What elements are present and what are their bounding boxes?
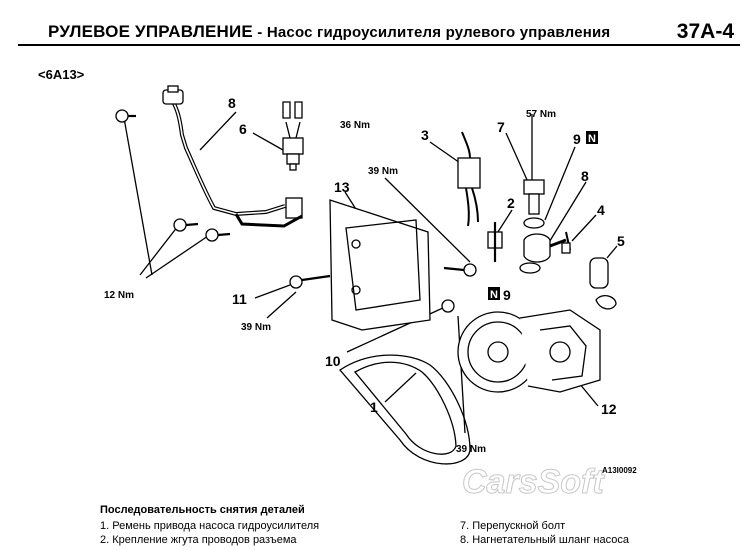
callout-9-top: 9 (573, 131, 581, 147)
pump-body (519, 309, 601, 393)
torque-57: 57 Nm (526, 109, 556, 120)
leader-11 (254, 284, 291, 299)
leader-12a (123, 117, 153, 276)
n-badge-mid-text: N (490, 289, 498, 301)
torque-36: 36 Nm (340, 120, 370, 131)
eye-bolt-head (523, 179, 545, 195)
bolt-12b (173, 218, 187, 232)
removal-steps-right: 7. Перепускной болт 8. Нагнетательный шл… (460, 519, 629, 547)
diagram-code: A13I0092 (602, 466, 637, 475)
removal-step: 2. Крепление жгута проводов разъема (100, 534, 297, 546)
leader-39left (266, 291, 297, 319)
bolt-10 (441, 299, 455, 313)
removal-sequence-title: Последовательность снятия деталей (100, 504, 305, 516)
leader-39bottom (457, 315, 466, 434)
callout-1: 1 (370, 399, 378, 415)
callout-4: 4 (597, 202, 605, 218)
banjo-fitting (523, 233, 551, 263)
gasket-lower (519, 262, 541, 274)
page-number: 37A-4 (676, 20, 734, 43)
leader-8-top (199, 111, 237, 151)
callout-numbers: 8 6 13 3 7 9 8 4 5 2 9 11 10 1 12 (228, 95, 625, 417)
n-badge-top (586, 131, 598, 144)
leader-2 (495, 209, 513, 236)
callout-6: 6 (239, 121, 247, 137)
bolt-12a (115, 109, 129, 123)
section-subtitle: - Насос гидроусилителя рулевого управлен… (252, 24, 611, 41)
leader-8right (547, 181, 587, 245)
eye-bolt-shank (528, 193, 540, 215)
drive-belt-outer (339, 354, 471, 465)
removal-step: 8. Нагнетательный шланг насоса (460, 534, 629, 546)
engine-code: <6A13> (38, 67, 85, 82)
torque-labels: 57 Nm 36 Nm 39 Nm 12 Nm 39 Nm 39 Nm (104, 109, 556, 455)
bolt-12c (205, 228, 219, 242)
bolt-39top (463, 263, 477, 277)
leader-1 (384, 372, 417, 403)
callout-10: 10 (325, 353, 341, 369)
n-badge-mid (488, 287, 500, 300)
callout-8-right: 8 (581, 168, 589, 184)
leader-12c (145, 235, 209, 279)
leader-12b (139, 225, 179, 276)
removal-step: 7. Перепускной болт (460, 520, 566, 532)
torque-39-top: 39 Nm (368, 166, 398, 177)
gasket-upper (523, 217, 545, 229)
callout-2: 2 (507, 195, 515, 211)
pressure-switch (282, 137, 304, 155)
pressure-hose-upper (170, 98, 286, 217)
hose-pipe-joint (285, 197, 303, 219)
removal-steps-left: 1. Ремень привода насоса гидроусилителя … (100, 519, 319, 547)
leader-4 (571, 214, 597, 242)
callout-12-bottom: 12 (601, 401, 617, 417)
clip-5 (595, 294, 617, 310)
callout-5: 5 (617, 233, 625, 249)
page-header: РУЛЕВОЕ УПРАВЛЕНИЕ - Насос гидроусилител… (18, 14, 740, 46)
leader-39top (384, 177, 471, 263)
callout-7: 7 (497, 119, 505, 135)
section-title: РУЛЕВОЕ УПРАВЛЕНИЕ (48, 22, 253, 41)
watermark-text: CarsSoft (462, 463, 605, 501)
drive-belt-inner (354, 361, 457, 455)
removal-step: 1. Ремень привода насоса гидроусилителя (100, 520, 320, 532)
torque-39-bottom: 39 Nm (456, 444, 486, 455)
torque-12: 12 Nm (104, 290, 134, 301)
leader-5 (606, 245, 618, 259)
harness-connector (457, 157, 481, 189)
n-badge-top-text: N (588, 133, 596, 145)
page-title: РУЛЕВОЕ УПРАВЛЕНИЕ - Насос гидроусилител… (48, 22, 610, 42)
callout-8-top: 8 (228, 95, 236, 111)
leader-7 (505, 132, 529, 183)
switch-connector (282, 101, 303, 119)
leader-9top (544, 146, 576, 221)
torque-39-left: 39 Nm (241, 322, 271, 333)
callout-9-mid: 9 (503, 287, 511, 303)
connector-5 (589, 257, 609, 289)
n-badges: N N (488, 131, 598, 301)
callout-3: 3 (421, 127, 429, 143)
diagram-lines (115, 85, 618, 465)
callout-13: 13 (334, 179, 350, 195)
callout-11: 11 (232, 291, 247, 307)
leader-6 (252, 132, 284, 151)
bolt-11 (289, 275, 303, 289)
